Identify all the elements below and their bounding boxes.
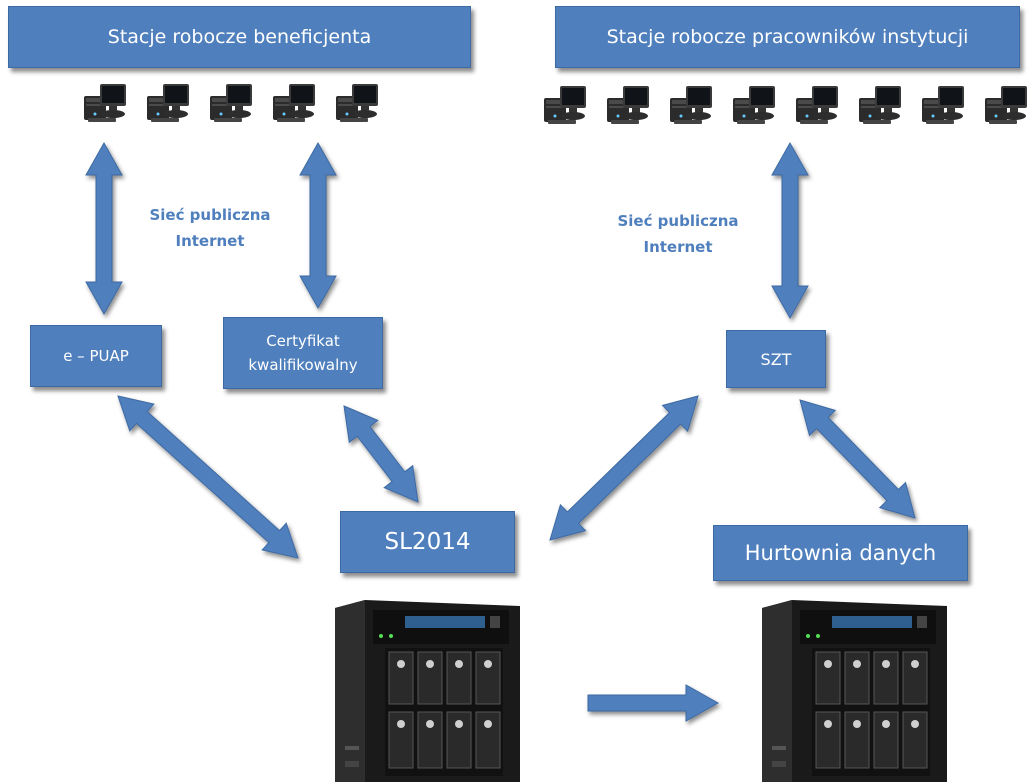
staff-header-label: Stacje robocze pracowników instytucji (606, 26, 969, 48)
network-label-right: Sieć publiczna Internet (598, 208, 758, 260)
data-warehouse-node: Hurtownia danych (713, 525, 968, 581)
epuap-node: e – PUAP (30, 325, 162, 387)
beneficiary-workstations-header: Stacje robocze beneficjenta (8, 6, 471, 68)
sl2014-label: SL2014 (384, 529, 471, 555)
certificate-node: Certyfikat kwalifikowalny (223, 317, 383, 389)
sl2014-server-icon (334, 599, 521, 782)
network-label-right-line2: Internet (643, 238, 713, 256)
arrow-right-workstations-cert (299, 141, 337, 310)
certificate-label-line1: Certyfikat (266, 332, 340, 350)
arrow-left-workstations-epuap (85, 141, 123, 316)
certificate-label-line2: kwalifikowalny (248, 356, 358, 374)
arrow-cert-sl2014 (343, 405, 419, 503)
arrow-szt-sl2014 (549, 395, 699, 541)
beneficiary-header-label: Stacje robocze beneficjenta (107, 26, 372, 48)
arrow-epuap-sl2014 (117, 395, 299, 559)
network-label-left: Sieć publiczna Internet (130, 202, 290, 254)
epuap-label: e – PUAP (63, 347, 129, 365)
data-warehouse-label: Hurtownia danych (744, 541, 937, 565)
sl2014-node: SL2014 (340, 511, 515, 573)
network-label-left-line1: Sieć publiczna (149, 206, 271, 224)
network-label-left-line2: Internet (175, 232, 245, 250)
arrow-szt-warehouse (799, 399, 916, 519)
staff-workstations-header: Stacje robocze pracowników instytucji (555, 6, 1020, 68)
arrow-staff-workstations-szt (771, 141, 809, 320)
arrow-sl2014-warehouse (587, 684, 720, 722)
szt-label: SZT (760, 349, 792, 369)
network-label-right-line1: Sieć publiczna (617, 212, 739, 230)
data-warehouse-server-icon (761, 599, 948, 782)
szt-node: SZT (726, 330, 826, 388)
